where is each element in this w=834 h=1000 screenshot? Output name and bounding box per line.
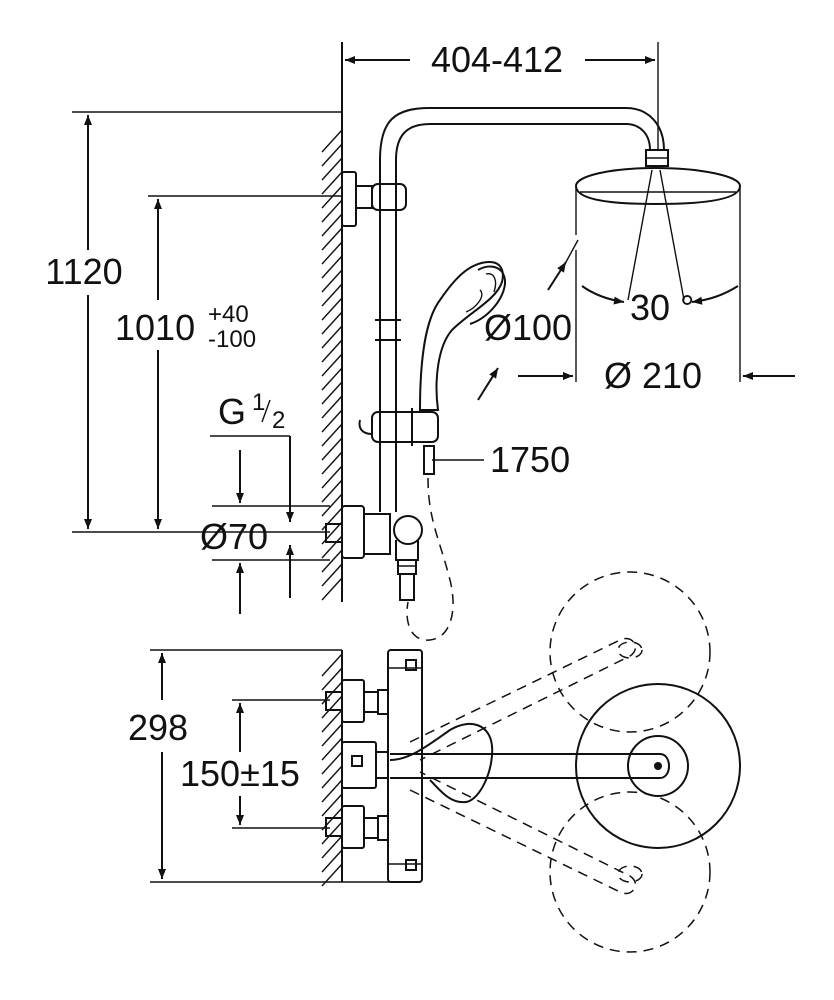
wall-hatch-line <box>321 157 343 181</box>
wall-hatch-line <box>321 409 343 433</box>
wall-hatch-line <box>321 339 343 363</box>
shower-arm-top-view <box>389 571 741 953</box>
shower-column <box>325 107 665 641</box>
wall-hatch-line <box>321 709 343 733</box>
hand-shower-diameter-dimension: Ø100 <box>477 239 579 401</box>
wall-hatch-line <box>321 269 343 293</box>
wall-hatch-line <box>321 695 343 719</box>
spray-angle-dimension: 30 ° <box>581 285 739 328</box>
wall-hatch-line <box>321 395 343 419</box>
head-shower-diameter-dimension: Ø 210 <box>518 355 795 396</box>
mixer-height-dimension: 298 <box>128 649 420 883</box>
wall-hatch-line <box>321 255 343 279</box>
wall-hatch-line <box>321 213 343 237</box>
wall-hatch-line <box>321 143 343 167</box>
rail-tolerance-minus: -100 <box>208 326 256 353</box>
wall-hatch-line <box>321 465 343 489</box>
hose-length-label: 1750 <box>490 439 570 480</box>
wall-hatch-line <box>321 185 343 209</box>
wall-hatch-line <box>321 535 343 559</box>
head-shower <box>574 149 742 382</box>
wall-hatch-line <box>321 751 343 775</box>
wall-hatch-line <box>321 381 343 405</box>
wall-hatch-line <box>321 367 343 391</box>
spray-angle-label: 30 ° <box>630 287 694 328</box>
mixer-height-label: 298 <box>128 707 188 748</box>
wall-hatch-line <box>321 737 343 761</box>
wall-hatch-line <box>321 423 343 447</box>
thread-dimension: G 1 2 <box>210 389 294 598</box>
inlet-spacing-label: 150±15 <box>180 753 300 794</box>
wall-hatch-line <box>321 549 343 573</box>
wall-hatch-line <box>321 835 343 859</box>
wall-hatch-line <box>321 563 343 587</box>
wall-hatch-line <box>321 199 343 223</box>
hose-length-dimension: 1750 <box>432 439 570 480</box>
wall-hatch-line <box>321 723 343 747</box>
rail-height-label: 1010 <box>115 307 195 348</box>
rail-height-dimension: 1010 +40 -100 <box>115 195 342 529</box>
wall-hatch-line <box>321 577 343 601</box>
wall-lower <box>321 650 343 887</box>
wall-hatch-line <box>321 451 343 475</box>
wall-hatch-line <box>321 849 343 873</box>
wall-hatch-line <box>321 283 343 307</box>
thread-numerator: 1 <box>252 389 265 416</box>
wall-hatch-line <box>321 171 343 195</box>
wall-hatch-line <box>321 241 343 265</box>
wall-hatch-line <box>321 793 343 817</box>
wall-hatch-line <box>321 479 343 503</box>
wall-hatch-line <box>321 325 343 349</box>
wall-hatch-line <box>321 129 343 153</box>
rail-tolerance-plus: +40 <box>208 301 249 328</box>
arm-length-dimension: 404-412 <box>345 39 659 150</box>
total-height-label: 1120 <box>45 251 122 292</box>
wall-hatch-line <box>321 311 343 335</box>
wall-hatch-line <box>321 353 343 377</box>
wall-upper <box>321 42 343 602</box>
arm-length-label: 404-412 <box>431 39 563 80</box>
thread-denominator: 2 <box>272 407 285 434</box>
thread-g-label: G <box>218 391 246 432</box>
head-shower-diameter-label: Ø 210 <box>604 355 702 396</box>
wall-hatch-line <box>321 493 343 517</box>
wall-hatch-line <box>321 297 343 321</box>
total-height-dimension: 1120 <box>45 111 342 533</box>
wall-hatch-line <box>321 667 343 691</box>
inlet-spacing-dimension: 150±15 <box>180 699 330 829</box>
hand-shower <box>418 260 507 411</box>
wall-hatch-line <box>321 653 343 677</box>
pipe-diameter-dimension: Ø70 <box>200 450 330 614</box>
wall-hatch-line <box>321 779 343 803</box>
wall-hatch-line <box>321 765 343 789</box>
wall-hatch-line <box>321 437 343 461</box>
pipe-diameter-label: Ø70 <box>200 516 268 557</box>
wall-hatch-line <box>321 227 343 251</box>
thermostat-mixer <box>325 649 423 883</box>
hand-shower-diameter-label: Ø100 <box>484 307 572 348</box>
wall-hatch-line <box>321 821 343 845</box>
